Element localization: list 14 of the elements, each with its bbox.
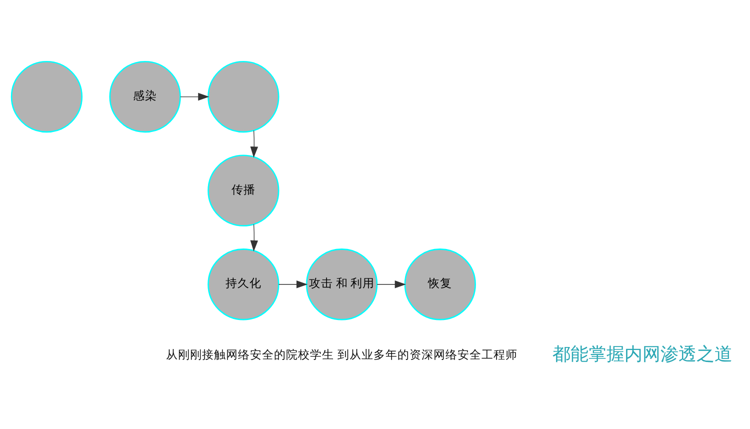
node-circle: 传播 <box>208 154 280 226</box>
node-circle: 感染 <box>109 60 181 132</box>
arrow <box>278 280 308 288</box>
arrow <box>180 92 210 100</box>
node-circle: 攻击 和 利用 <box>306 248 378 320</box>
label: 都能掌握内网渗透之道 <box>552 344 733 364</box>
node-circle <box>10 60 83 132</box>
node-circle <box>208 60 280 132</box>
arrow <box>250 224 258 251</box>
label: 从刚刚接触网络安全的院校学生 到从业多年的资深网络安全工程师 <box>166 347 518 362</box>
arrow <box>250 130 258 158</box>
arrow <box>376 280 406 288</box>
node-circle: 持久化 <box>208 248 280 320</box>
node-circle: 恢复 <box>404 248 476 320</box>
